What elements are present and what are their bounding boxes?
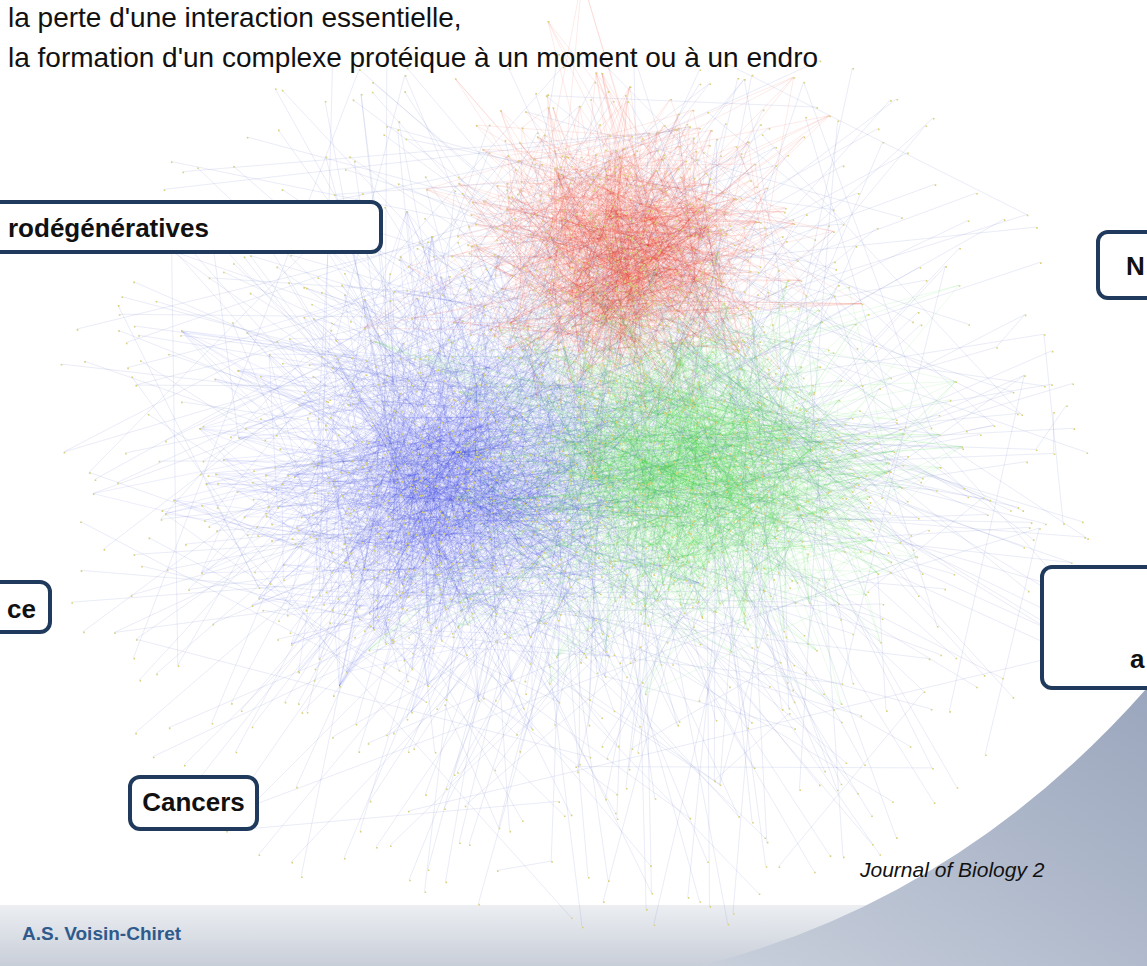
box-label: N	[1126, 252, 1145, 282]
network-dots	[61, 0, 1089, 928]
topic-box: a	[1040, 565, 1147, 690]
topic-box: rodégénératives	[0, 200, 383, 254]
source-citation: Journal of Biology 2	[860, 858, 1044, 882]
topic-box: ce	[0, 580, 52, 634]
box-label: ce	[7, 595, 36, 625]
bullet-text: la formation d'un complexe protéique à u…	[8, 42, 818, 74]
topic-box: Cancers	[128, 775, 259, 831]
box-label: rodégénératives	[8, 214, 209, 244]
author-name: A.S. Voisin-Chiret	[22, 923, 181, 945]
bullet-text: la perte d'une interaction essentielle,	[8, 2, 462, 34]
box-label: Cancers	[142, 788, 245, 818]
topic-box: N	[1096, 230, 1147, 300]
box-label: a	[1130, 645, 1144, 675]
network-edges	[369, 213, 962, 704]
